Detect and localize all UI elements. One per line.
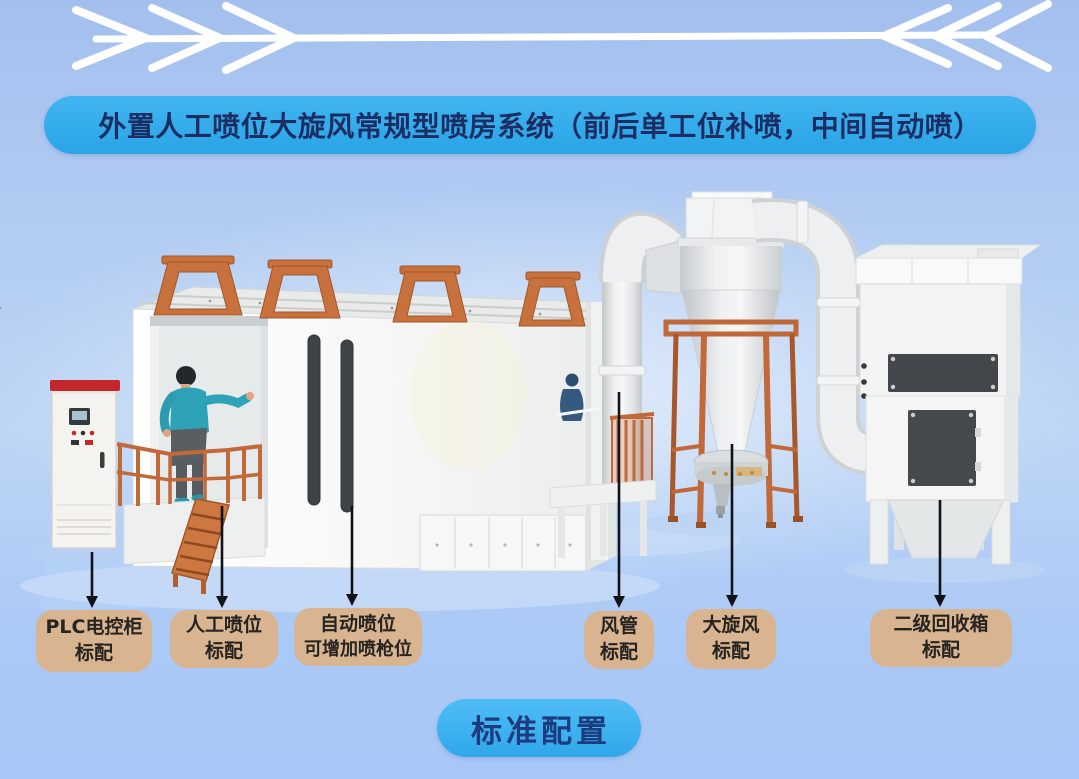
cyclone-fan-box [685,197,763,241]
plc-control-cabinet [50,380,120,549]
label-manual-line2: 标配 [204,640,243,662]
roof-gantry-frames [153,255,586,327]
label-cyclone: 大旋风 标配 [686,609,776,669]
label-recovery-box: 二级回收箱 标配 [870,609,1012,667]
label-recovery-line1: 二级回收箱 [893,613,989,636]
label-plc-line2: 标配 [74,642,113,664]
outlet-duct [751,198,893,476]
cyclone-separator [663,191,803,528]
label-cyclone-line1: 大旋风 [702,614,760,637]
label-auto-spray: 自动喷位 可增加喷枪位 [294,608,422,666]
standard-config-badge: 标准配置 [437,699,641,757]
recovery-upper-access-panel [888,354,998,392]
label-plc-cabinet: PLC电控柜 标配 [36,610,152,672]
air-duct [598,211,685,500]
title-text: 外置人工喷位大旋风常规型喷房系统（前后单工位补喷，中间自动喷） [98,110,982,143]
label-manual-spray: 人工喷位 标配 [170,610,278,668]
auto-spray-gun-slots [307,334,354,513]
label-air-duct: 风管 标配 [584,611,654,669]
cyclone-support-frame [663,319,803,528]
label-duct-line2: 标配 [599,641,638,663]
standard-config-text: 标准配置 [471,713,611,750]
label-auto-line2: 可增加喷枪位 [304,638,412,660]
secondary-recovery-box [855,244,1042,565]
wheat-branch-decoration-icon [72,0,1052,74]
callout-arrows [86,392,946,608]
label-plc-line1: PLC电控柜 [45,616,143,639]
access-ladder [171,498,230,594]
title-banner: 外置人工喷位大旋风常规型喷房系统（前后单工位补喷，中间自动喷） [44,96,1036,154]
label-cyclone-line2: 标配 [711,640,750,662]
label-duct-line1: 风管 [599,615,638,638]
recovery-lower-access-panel [908,410,976,486]
label-auto-line1: 自动喷位 [319,613,396,636]
label-manual-line1: 人工喷位 [185,614,262,637]
label-recovery-line2: 标配 [921,639,960,661]
